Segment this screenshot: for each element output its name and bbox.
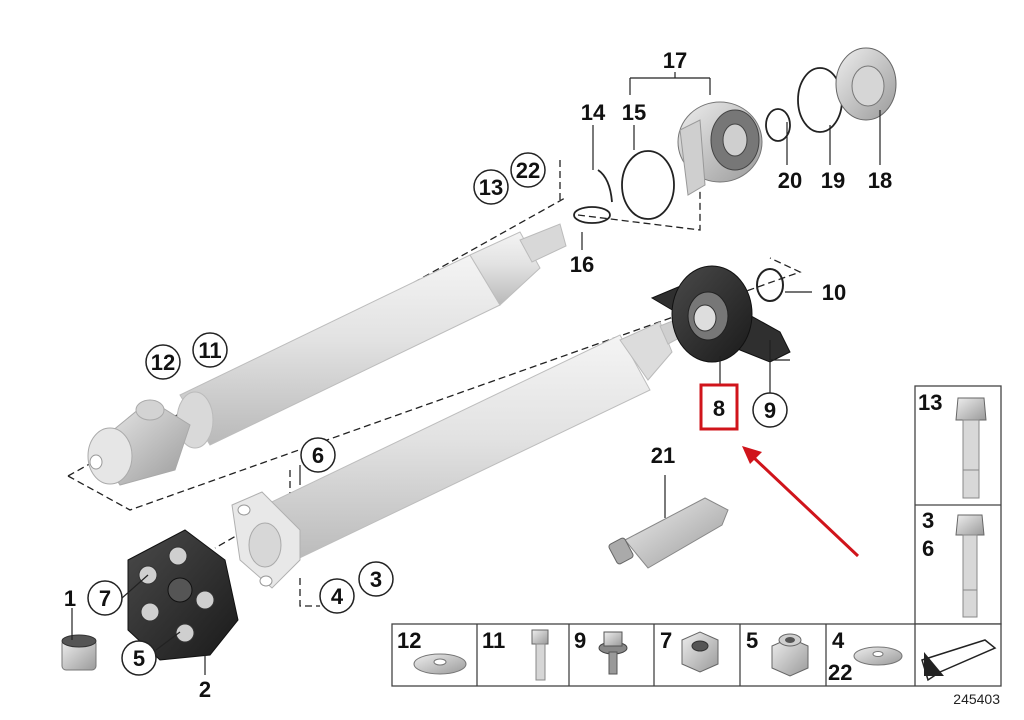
callout-16: 16 <box>570 252 594 277</box>
diagram-reference-number: 245403 <box>953 691 1000 707</box>
panel-label-3: 3 <box>922 508 934 533</box>
callout-17: 17 <box>663 48 687 73</box>
callout-7: 7 <box>99 586 111 611</box>
callout-14: 14 <box>581 100 606 125</box>
callout-22: 22 <box>516 158 540 183</box>
direction-symbol-icon <box>921 639 997 682</box>
callout-5: 5 <box>133 646 145 671</box>
fastener-bottom-row: 12 11 9 7 5 4 22 <box>391 623 1002 687</box>
row-label-12: 12 <box>397 628 421 653</box>
washer-icon <box>413 653 467 675</box>
fastener-side-panel: 13 3 6 <box>914 385 1002 625</box>
row-label-11: 11 <box>482 628 505 653</box>
callout-20: 20 <box>778 168 802 193</box>
callout-11: 11 <box>198 338 221 363</box>
callout-4: 4 <box>331 584 344 609</box>
center-bearing <box>650 265 791 363</box>
row-label-5: 5 <box>746 628 758 653</box>
panel-label-6: 6 <box>922 536 934 561</box>
highlight-box <box>699 383 739 431</box>
bolt-icon <box>955 514 985 618</box>
snap-ring <box>756 268 784 302</box>
bolt-icon <box>955 397 987 499</box>
callout-2: 2 <box>199 677 211 702</box>
leader-lines <box>71 72 881 675</box>
upper-propeller-shaft <box>87 223 567 486</box>
callout-9: 9 <box>764 398 776 423</box>
callout-10: 10 <box>822 280 846 305</box>
lock-nut-icon <box>771 633 809 677</box>
collar-nut-icon <box>681 631 719 673</box>
row-label-9: 9 <box>574 628 586 653</box>
row-label-4: 4 <box>832 628 845 653</box>
callout-18: 18 <box>868 168 892 193</box>
washer-icon <box>853 646 903 666</box>
protective-cap <box>835 47 897 121</box>
row-label-7: 7 <box>660 628 672 653</box>
row-label-22: 22 <box>828 660 852 685</box>
callout-15: 15 <box>622 100 646 125</box>
centering-sleeve <box>61 634 97 671</box>
callout-6: 6 <box>312 443 324 468</box>
callout-19: 19 <box>821 168 845 193</box>
highlight-arrow <box>742 446 860 558</box>
callout-12: 12 <box>151 350 175 375</box>
callouts: 17 14 15 22 13 16 20 19 18 10 8 9 12 11 … <box>64 48 892 702</box>
callout-8: 8 <box>713 396 725 421</box>
callout-3: 3 <box>370 567 382 592</box>
bolt-icon <box>531 629 549 681</box>
callout-13: 13 <box>479 175 503 200</box>
grease-tube <box>608 497 729 569</box>
constant-velocity-joint <box>677 101 763 196</box>
callout-1: 1 <box>64 586 76 611</box>
flange-bolt-icon <box>598 631 628 675</box>
callout-21: 21 <box>651 443 675 468</box>
flexible-disc <box>127 529 239 661</box>
panel-label-13: 13 <box>918 390 942 415</box>
